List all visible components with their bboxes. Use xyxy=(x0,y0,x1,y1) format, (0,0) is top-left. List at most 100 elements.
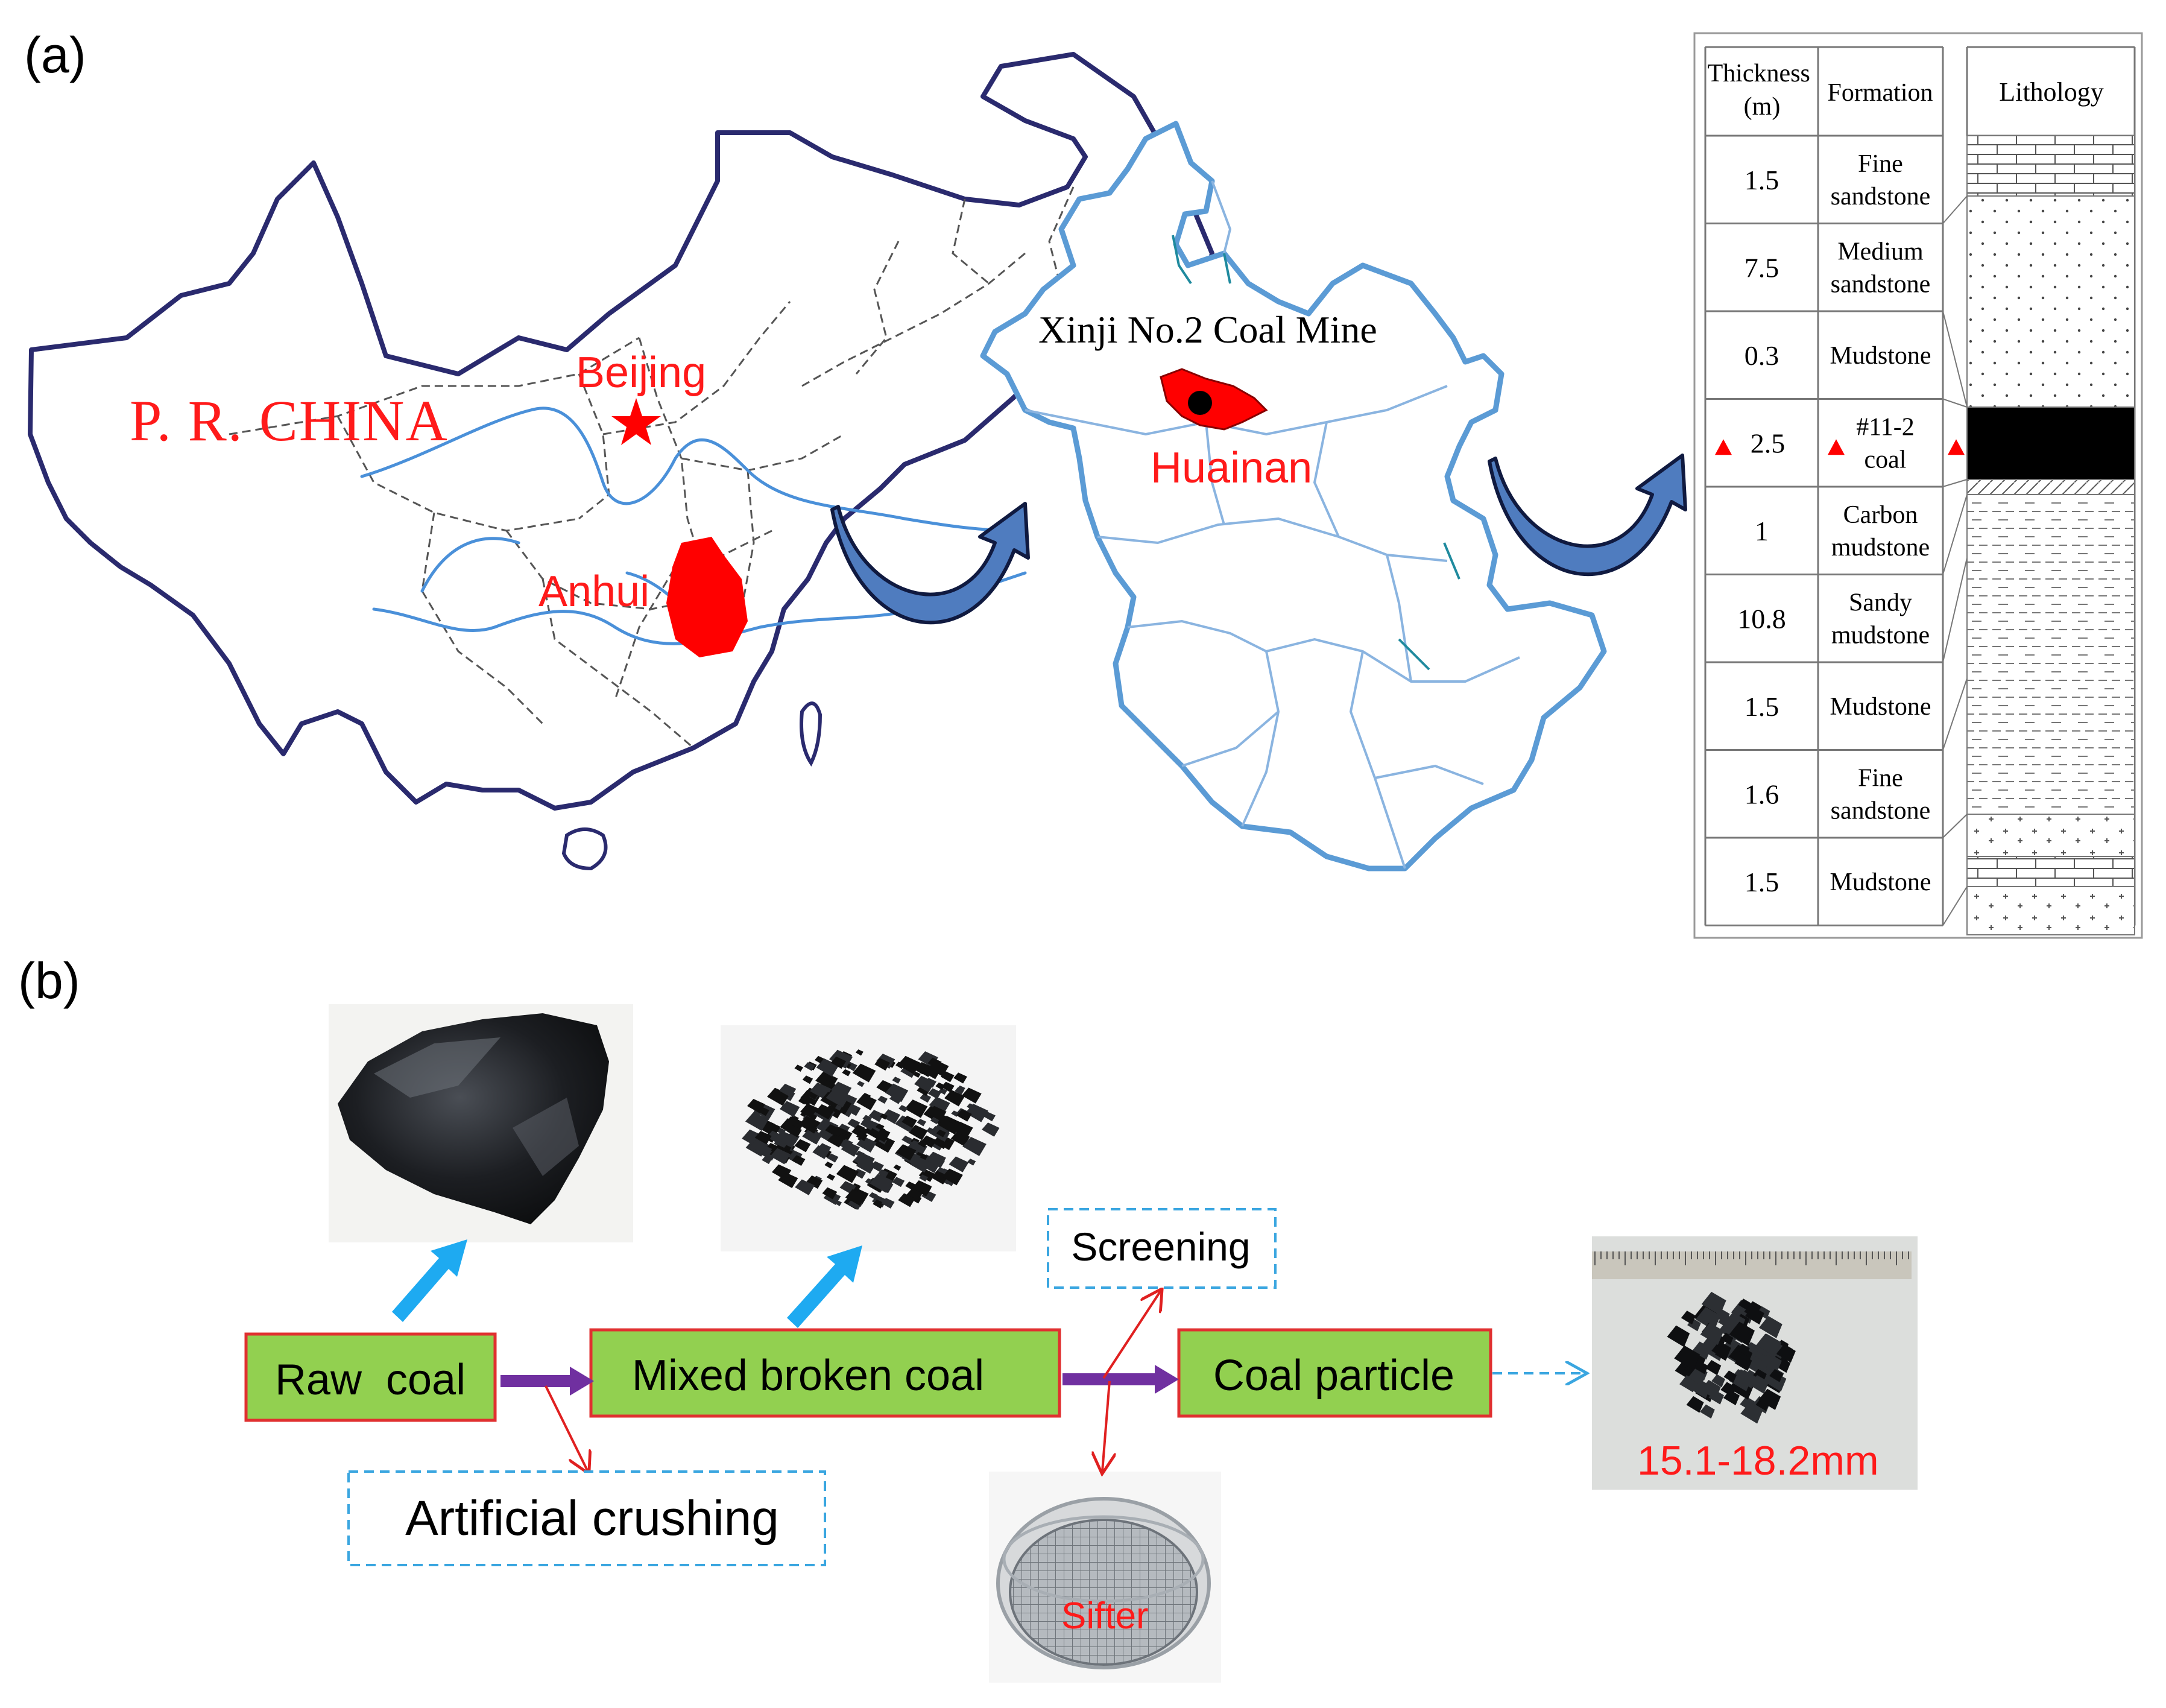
marker-triangle-icon xyxy=(1715,439,1732,455)
coal-fragment xyxy=(955,1087,965,1095)
coal-fragment xyxy=(961,1087,982,1104)
coal-particle xyxy=(1691,1341,1711,1360)
coal-particle xyxy=(1699,1308,1720,1328)
coal-fragment xyxy=(885,1083,909,1102)
particle-size-label: 15.1-18.2mm xyxy=(1637,1438,1879,1484)
coal-fragment xyxy=(794,1064,803,1072)
coal-fragment xyxy=(927,1060,949,1077)
coal-fragment xyxy=(869,1174,894,1194)
coal-fragment xyxy=(815,1104,835,1120)
ruler-ticks xyxy=(1594,1251,1909,1265)
lithology-block xyxy=(1966,814,2135,857)
coal-fragment xyxy=(838,1133,848,1140)
coal-fragment xyxy=(745,1112,769,1131)
coal-fragment xyxy=(826,1174,835,1181)
coal-fragment xyxy=(812,1145,830,1159)
coal-fragment xyxy=(852,1063,876,1083)
coal-particle xyxy=(1745,1306,1764,1325)
coal-fragment xyxy=(853,1152,875,1169)
coal-fragment xyxy=(874,1058,891,1071)
sifter-photo: Sifter xyxy=(989,1472,1221,1683)
coal-fragment xyxy=(967,1103,976,1111)
coal-fragment xyxy=(921,1135,936,1148)
coal-particle xyxy=(1705,1359,1722,1376)
coal-fragment xyxy=(845,1189,867,1206)
connector-line xyxy=(1942,886,1968,926)
coal-fragment xyxy=(905,1099,928,1118)
coal-particle xyxy=(1757,1333,1781,1356)
lithology-block xyxy=(1966,135,2135,197)
coal-fragment xyxy=(953,1072,967,1084)
coal-fragment xyxy=(794,1139,811,1153)
coal-fragment xyxy=(830,1056,847,1069)
coal-fragment xyxy=(908,1125,928,1140)
coal-particle xyxy=(1688,1368,1706,1386)
coal-fragment xyxy=(875,1123,885,1131)
step-raw-coal: Raw coal xyxy=(244,1332,497,1422)
coal-fragment xyxy=(967,1159,976,1166)
coal-fragment xyxy=(798,1097,807,1105)
coal-fragment xyxy=(942,1168,963,1186)
coal-fragment xyxy=(941,1081,955,1093)
coal-fragment xyxy=(804,1062,815,1071)
mine-location-marker xyxy=(1188,391,1212,415)
coal-fragment xyxy=(783,1145,792,1151)
step-mixed-broken-coal: Mixed broken coal xyxy=(589,1328,1061,1418)
coal-fragment xyxy=(836,1165,859,1183)
coal-fragment xyxy=(895,1144,917,1161)
coal-fragment xyxy=(750,1139,768,1154)
coal-fragment xyxy=(898,1193,915,1207)
hainan-island xyxy=(561,827,608,871)
coal-fragment xyxy=(919,1174,929,1182)
coal-particle xyxy=(1758,1388,1781,1410)
coal-fragment xyxy=(929,1096,950,1114)
lithology-block xyxy=(1966,494,2135,815)
flow-arrow-1 xyxy=(500,1367,594,1396)
note-screening: Screening xyxy=(1047,1208,1277,1289)
coal-fragment xyxy=(962,1137,987,1156)
row-formation: Mudstone xyxy=(1830,693,1931,721)
lithology-block xyxy=(1966,195,2135,408)
huainan-highlight xyxy=(1160,368,1268,431)
coal-fragment xyxy=(868,1192,878,1200)
coal-fragment xyxy=(868,1110,884,1122)
row-formation: Mudstone xyxy=(1830,868,1931,896)
coal-particle-photo: 15.1-18.2mm xyxy=(1592,1236,1918,1490)
sifter-pointer xyxy=(1102,1381,1110,1472)
beijing-star-icon xyxy=(611,398,661,445)
coal-particle xyxy=(1711,1341,1731,1360)
coal-fragment xyxy=(944,1090,965,1107)
anhui-map: Xinji No.2 Coal Mine Huainan xyxy=(980,121,1607,871)
raw-coal-photo xyxy=(329,1004,633,1242)
coal-particle xyxy=(1720,1382,1737,1397)
coal-fragment xyxy=(825,1124,841,1137)
beijing-label: Beijing xyxy=(576,349,706,397)
coal-fragment xyxy=(754,1131,772,1145)
coal-fragment xyxy=(856,1081,865,1087)
lithology-block xyxy=(1966,886,2135,935)
coal-particle xyxy=(1700,1404,1715,1419)
coal-fragment xyxy=(877,1095,888,1104)
coal-fragment xyxy=(800,1103,821,1121)
coal-particle xyxy=(1758,1316,1782,1338)
coal-fragment xyxy=(917,1139,928,1148)
coal-fragment xyxy=(770,1148,791,1165)
coal-fragment xyxy=(882,1109,901,1124)
sifter-label: Sifter xyxy=(1061,1595,1149,1637)
marker-triangle-icon xyxy=(1828,439,1845,455)
coal-particle xyxy=(1711,1374,1725,1388)
step-raw-coal-label: Raw coal xyxy=(275,1356,466,1404)
coal-fragment xyxy=(912,1180,932,1197)
row-thickness: 1.5 xyxy=(1744,165,1779,195)
row-thickness: 1 xyxy=(1755,516,1769,546)
country-label: P. R. CHINA xyxy=(130,388,449,453)
coal-seam-block xyxy=(1966,406,2135,480)
row-thickness: 1.5 xyxy=(1744,691,1779,722)
